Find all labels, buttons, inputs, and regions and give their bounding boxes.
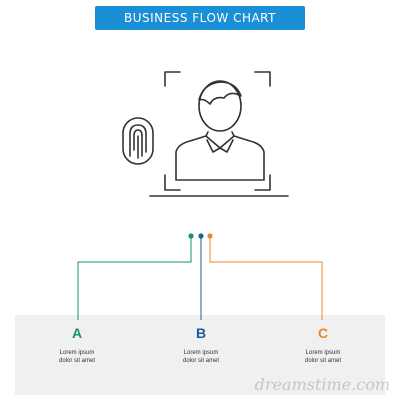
fingerprint-ridge-2 [133,129,143,157]
chart-title: BUSINESS FLOW CHART [124,11,276,25]
branch-b-panel: B Lorem ipsum dolor sit amet [146,315,256,395]
branch-c-panel: C Lorem ipsum dolor sit amet [268,315,378,395]
branch-b-text-line2: dolor sit amet [182,358,219,364]
branch-c-text-line2: dolor sit amet [304,358,341,364]
torso-outline [175,135,265,181]
branch-c-letter: C [317,325,329,341]
scan-bracket-top-left [164,71,181,87]
connector-dot-c [207,233,213,239]
branch-a-text-line2: dolor sit amet [58,358,95,364]
fingerprint-ridge-1 [129,124,147,157]
connector-dot-a [188,233,194,239]
head-outline [198,80,242,132]
panel-backgrounds [15,315,385,395]
branch-b-letter: B [195,325,207,341]
branch-c-text-line1: Lorem ipsum [305,350,341,356]
connector-a [77,238,192,320]
fingerprint-icon [122,117,154,165]
scan-bracket-bottom-right [254,174,271,191]
scan-bracket-top-right [254,71,271,87]
scan-bracket-bottom-left [164,174,181,191]
connector-dot-b [198,233,204,239]
connectors [77,238,323,320]
collar-outline [205,131,235,153]
connector-c [209,238,323,320]
branch-a-panel: A Lorem ipsum dolor sit amet [22,315,132,395]
panel-c-background [262,315,385,395]
panel-a-background [15,315,148,395]
branch-b-text-line1: Lorem ipsum [183,350,219,356]
panel-b-background [140,315,270,395]
fingerprint-outer [122,117,154,165]
user-fingerprint-scan-icon [122,71,289,197]
watermark-text: dreamstime.com [254,375,390,394]
hair-outline [198,81,242,105]
title-banner: BUSINESS FLOW CHART [95,6,305,30]
branch-a-text-line1: Lorem ipsum [59,350,95,356]
branch-a-letter: A [71,325,83,341]
